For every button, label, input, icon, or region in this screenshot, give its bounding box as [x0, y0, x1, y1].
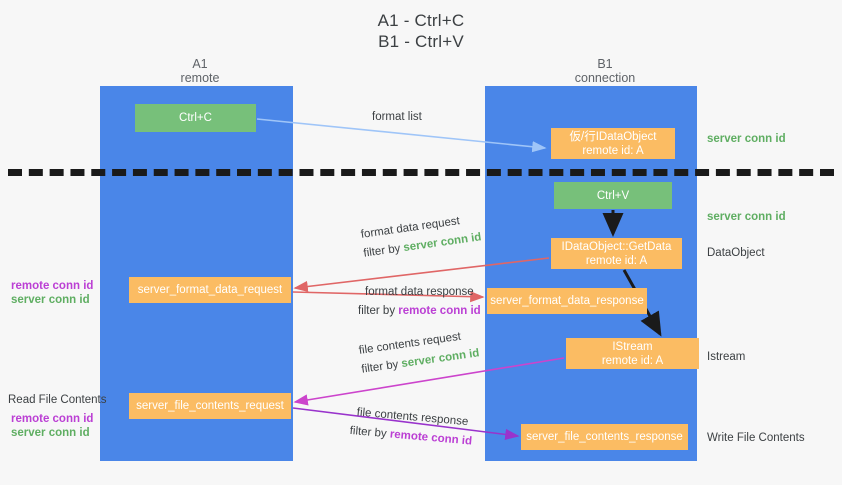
- node-server-format-data-response[interactable]: server_format_data_response: [487, 288, 647, 314]
- node-idataobject-remote[interactable]: 仮/行IDataObject remote id: A: [551, 128, 675, 159]
- flow-label-file-contents-response: file contents response filter by remote …: [349, 405, 474, 450]
- flow-label-format-data-response: format data response filter by remote co…: [358, 285, 481, 319]
- node-ctrl-c[interactable]: Ctrl+C: [135, 104, 256, 132]
- annotation-server-conn-id-mid: server conn id: [707, 211, 786, 223]
- annotation-server-conn-id-2: server conn id: [11, 427, 90, 439]
- flow-file-contents-response-filter-prefix: filter by: [349, 424, 391, 441]
- flow-file-contents-request-filter-prefix: filter by: [360, 358, 403, 376]
- node-server-format-data-request-label: server_format_data_request: [137, 284, 283, 296]
- annotation-dataobject: DataObject: [707, 247, 765, 259]
- flow-format-data-request-filter-prefix: filter by: [362, 242, 405, 260]
- flow-format-data-response-filter-prefix: filter by: [358, 305, 399, 317]
- annotation-server-conn-id-top: server conn id: [707, 133, 786, 145]
- node-ctrl-v-label: Ctrl+V: [596, 189, 630, 202]
- column-b1-name: B1: [597, 57, 613, 71]
- column-b1-role: connection: [574, 71, 636, 85]
- node-idataobject-getdata[interactable]: IDataObject::GetData remote id: A: [551, 238, 682, 269]
- annotation-server-conn-id-1: server conn id: [11, 294, 90, 306]
- column-a1-role: remote: [180, 71, 220, 85]
- node-idataobject-remote-line1: 仮/行IDataObject: [569, 130, 657, 143]
- node-istream-line1: IStream: [612, 340, 653, 353]
- column-a1-name: A1: [192, 57, 208, 71]
- annotation-remote-conn-id-2: remote conn id: [11, 413, 94, 425]
- column-header-a1: A1 remote: [130, 57, 270, 85]
- flow-label-format-data-request: format data request filter by server con…: [360, 211, 482, 261]
- annotation-read-file-contents: Read File Contents: [8, 394, 107, 406]
- node-server-format-data-request[interactable]: server_format_data_request: [129, 277, 291, 303]
- node-server-file-contents-response-label: server_file_contents_response: [526, 431, 683, 443]
- node-getdata-line2: remote id: A: [585, 254, 648, 267]
- flow-format-data-response-line1: format data response: [365, 286, 474, 298]
- column-header-b1: B1 connection: [535, 57, 675, 85]
- node-ctrl-c-label: Ctrl+C: [179, 112, 212, 124]
- node-server-format-data-response-label: server_format_data_response: [490, 295, 644, 307]
- flow-format-data-response-filter: filter by remote conn id: [358, 304, 481, 319]
- flow-label-format-list: format list: [372, 110, 422, 125]
- flow-format-data-response-filter-key: remote conn id: [398, 305, 481, 317]
- node-server-file-contents-response[interactable]: server_file_contents_response: [521, 424, 688, 450]
- node-ctrl-v[interactable]: Ctrl+V: [554, 182, 672, 209]
- flow-file-contents-response-filter-key: remote conn id: [389, 428, 473, 448]
- node-idataobject-remote-line2: remote id: A: [582, 144, 644, 157]
- node-getdata-line1: IDataObject::GetData: [561, 240, 672, 253]
- node-istream-line2: remote id: A: [601, 354, 664, 367]
- node-server-file-contents-request-label: server_file_contents_request: [136, 400, 284, 412]
- title-line-1: A1 - Ctrl+C: [377, 11, 465, 30]
- dashed-divider: [8, 169, 834, 176]
- annotation-write-file-contents: Write File Contents: [707, 432, 805, 444]
- title-line-2: B1 - Ctrl+V: [378, 32, 464, 51]
- flow-label-file-contents-request: file contents request filter by server c…: [358, 327, 480, 377]
- diagram-title: A1 - Ctrl+C B1 - Ctrl+V: [0, 10, 842, 52]
- annotation-istream: Istream: [707, 351, 746, 363]
- annotation-remote-conn-id-1: remote conn id: [11, 280, 94, 292]
- node-istream[interactable]: IStream remote id: A: [566, 338, 699, 369]
- node-server-file-contents-request[interactable]: server_file_contents_request: [129, 393, 291, 419]
- flow-format-list-text: format list: [372, 111, 422, 123]
